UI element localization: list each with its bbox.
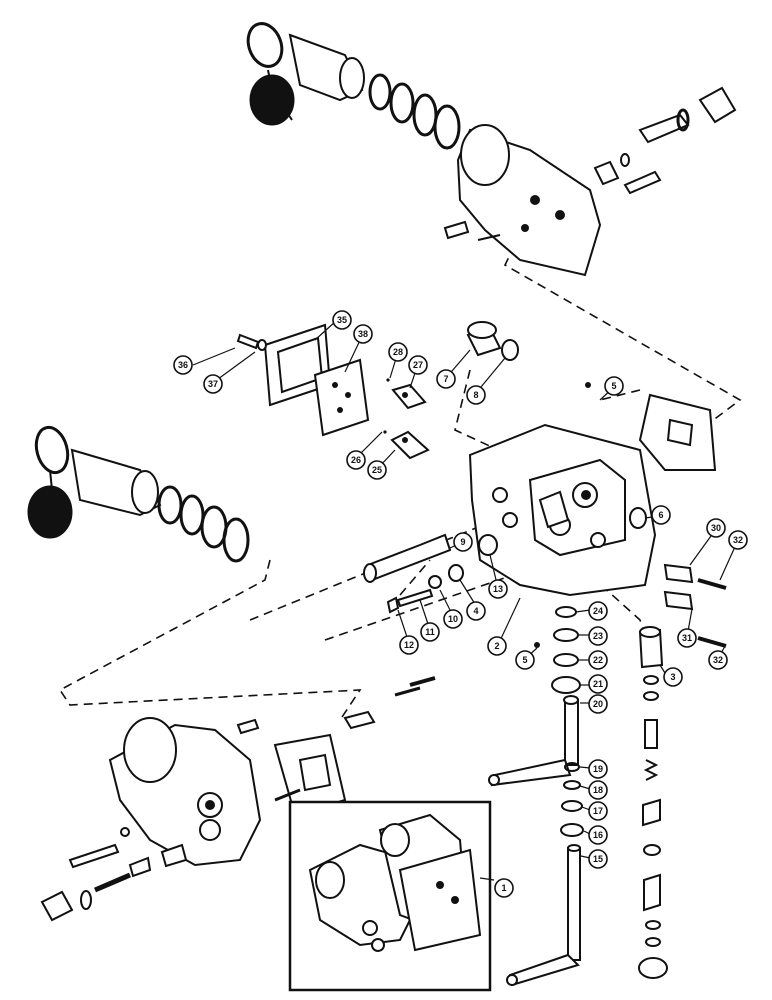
callout-10: 10 [443, 609, 463, 629]
lever-shaft-upper [488, 695, 579, 787]
detent-column [638, 626, 668, 979]
svg-text:2: 2 [494, 641, 499, 651]
svg-text:1: 1 [501, 883, 506, 893]
callout-30: 30 [706, 518, 726, 538]
svg-text:32: 32 [713, 655, 723, 665]
upper-gasket [638, 393, 717, 471]
svg-text:7: 7 [443, 374, 448, 384]
svg-text:26: 26 [351, 455, 361, 465]
callout-26: 26 [346, 450, 366, 470]
callout-1: 1 [494, 878, 514, 898]
callout-18: 18 [588, 780, 608, 800]
svg-text:22: 22 [593, 655, 603, 665]
svg-text:19: 19 [593, 764, 603, 774]
svg-text:3: 3 [670, 672, 675, 682]
lever-parts [383, 378, 430, 460]
callout-36: 36 [173, 355, 193, 375]
main-valve-body [468, 382, 657, 648]
callout-9: 9 [453, 532, 473, 552]
callout-37: 37 [203, 374, 223, 394]
callout-24: 24 [588, 601, 608, 621]
left-spool-assembly [27, 425, 250, 563]
callout-31: 31 [677, 628, 697, 648]
seal-stack [551, 606, 581, 694]
svg-text:13: 13 [493, 584, 503, 594]
callout-11: 11 [420, 622, 440, 642]
callout-12: 12 [399, 635, 419, 655]
svg-text:17: 17 [593, 806, 603, 816]
callout-bubbles: 1 2 3 4 5 5 6 7 8 9 10 11 12 13 15 [173, 310, 748, 898]
lower-valve-assembly [40, 676, 436, 922]
svg-text:28: 28 [393, 347, 403, 357]
callout-38: 38 [353, 324, 373, 344]
spool-and-springs [363, 533, 498, 614]
callout-21: 21 [588, 674, 608, 694]
svg-text:37: 37 [208, 379, 218, 389]
callout-32-top: 32 [728, 530, 748, 550]
svg-text:11: 11 [425, 627, 435, 637]
svg-text:21: 21 [593, 679, 603, 689]
washer-stack [560, 762, 584, 837]
callout-25: 25 [367, 460, 387, 480]
callout-4: 4 [466, 601, 486, 621]
callout-16: 16 [588, 825, 608, 845]
svg-text:31: 31 [682, 633, 692, 643]
upper-valve-assembly [246, 22, 737, 277]
callout-19: 19 [588, 759, 608, 779]
plug-and-seal [466, 321, 519, 361]
callout-35: 35 [332, 310, 352, 330]
assembled-view-inset [288, 800, 492, 992]
svg-text:4: 4 [473, 606, 478, 616]
svg-text:27: 27 [413, 360, 423, 370]
svg-text:5: 5 [611, 381, 616, 391]
callout-5-top: 5 [604, 376, 624, 396]
svg-text:32: 32 [733, 535, 743, 545]
svg-text:24: 24 [593, 606, 603, 616]
svg-text:23: 23 [593, 631, 603, 641]
svg-text:36: 36 [178, 360, 188, 370]
svg-text:5: 5 [522, 655, 527, 665]
cover-plate-group [236, 323, 370, 437]
svg-text:25: 25 [372, 465, 382, 475]
callout-7: 7 [436, 369, 456, 389]
callout-28: 28 [388, 342, 408, 362]
svg-text:35: 35 [337, 315, 347, 325]
svg-text:38: 38 [358, 329, 368, 339]
svg-text:18: 18 [593, 785, 603, 795]
callout-23: 23 [588, 626, 608, 646]
lever-shaft-lower [506, 844, 581, 987]
detent-pins [663, 563, 727, 648]
svg-text:20: 20 [593, 699, 603, 709]
callout-3: 3 [663, 667, 683, 687]
callout-8: 8 [466, 385, 486, 405]
svg-text:16: 16 [593, 830, 603, 840]
callout-22: 22 [588, 650, 608, 670]
callout-2: 2 [487, 636, 507, 656]
svg-text:30: 30 [711, 523, 721, 533]
svg-text:10: 10 [448, 614, 458, 624]
callout-6: 6 [651, 505, 671, 525]
callout-15: 15 [588, 849, 608, 869]
callout-27: 27 [408, 355, 428, 375]
svg-text:12: 12 [404, 640, 414, 650]
callout-32-bottom: 32 [708, 650, 728, 670]
svg-text:8: 8 [473, 390, 478, 400]
callout-20: 20 [588, 694, 608, 714]
callout-17: 17 [588, 801, 608, 821]
svg-text:6: 6 [658, 510, 663, 520]
callout-13: 13 [488, 579, 508, 599]
callout-5-bottom: 5 [515, 650, 535, 670]
svg-text:15: 15 [593, 854, 603, 864]
svg-text:9: 9 [460, 537, 465, 547]
